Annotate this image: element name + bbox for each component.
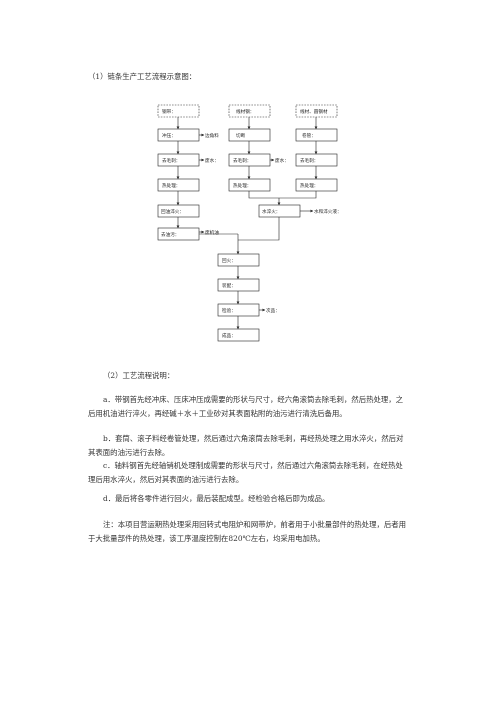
sleeve-bend-label: 卷管： <box>302 132 316 139</box>
quench-water-label: 水淬火： <box>262 208 280 215</box>
paragraph-a: a．带钢首先经冲床、压床冲压成需要的形状与尺寸，经六角滚筒去除毛刺，然后热处理，… <box>88 395 404 418</box>
paragraph-note: 注：本项目营运期热处理采用回转式电阻炉和网带炉，前者用于小批量部件的热处理，后者… <box>88 520 407 543</box>
temper-label: 回火： <box>222 258 236 264</box>
degrease-label: 去油污： <box>161 231 179 238</box>
deburr-c-label: 去毛刺： <box>300 157 318 164</box>
deburr-a-label: 去毛刺： <box>162 157 180 164</box>
axis-cut-label: 切断 <box>236 132 246 139</box>
heat-c-label: 热处理： <box>300 182 318 189</box>
stamping-waste-label: 边角料 <box>205 132 219 139</box>
raw-sleeve-box <box>295 104 338 118</box>
raw-pin-label: 线材钢： <box>236 108 254 115</box>
raw-sleeve-label: 线材、圆钢材 <box>300 108 328 115</box>
product-label: 成品： <box>222 332 236 339</box>
inspect-label: 检验： <box>222 307 236 314</box>
deburr-a-waste-label: 废水： <box>205 157 219 164</box>
raw-pin-box <box>228 104 271 118</box>
inspect-waste-label: 次品： <box>266 307 280 314</box>
paragraph-d: d．最后将各零件进行回火，最后装配成型。经检验合格后即为成品。 <box>103 494 330 503</box>
section2-heading: （2）工艺流程说明： <box>103 371 175 380</box>
paragraph-b: b．套筒、滚子料经卷管处理，然后通过六角滚筒去除毛刺，再经热处理之用水淬火，然后… <box>88 434 404 457</box>
deburr-b-waste-label: 废水： <box>275 157 289 164</box>
raw-chain-plate-box <box>157 104 200 118</box>
assemble-label: 装配： <box>222 282 236 289</box>
section1-heading: （1）链条生产工艺流程示意图： <box>88 72 197 81</box>
stamping-label: 冲压： <box>162 132 176 139</box>
quench-water-waste-label: 水和淬火液： <box>314 208 342 215</box>
heat-b-label: 热处理： <box>233 182 251 189</box>
degrease-waste-label: 废机油 <box>205 229 219 236</box>
raw-chain-plate-label: 钢带： <box>162 108 176 115</box>
heat-a-label: 热处理： <box>162 182 180 189</box>
paragraph-c: c．轴料钢首先经轴销机处理制成需要的形状与尺寸，然后通过六角滚筒去除毛刺，在经热… <box>88 461 403 484</box>
deburr-b-label: 去毛刺： <box>233 157 251 164</box>
quench-oil-label: 回油淬火： <box>161 208 184 215</box>
